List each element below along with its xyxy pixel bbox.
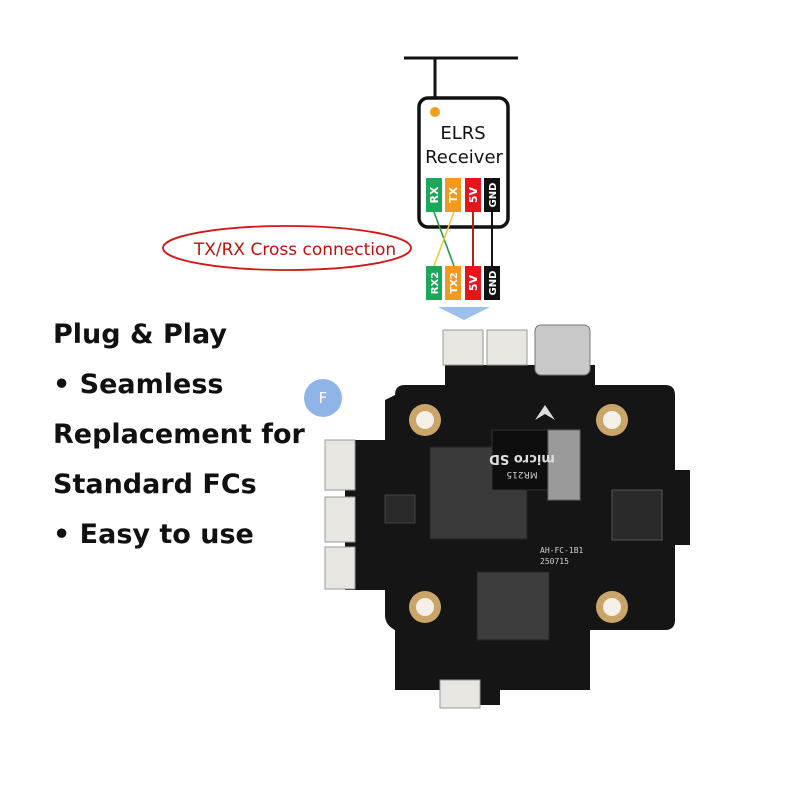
fc-pin-label: RX2 [430, 272, 441, 294]
side-connector [324, 439, 356, 491]
callout-text: TX/RX Cross connection [193, 240, 396, 260]
receiver-title: ELRS [440, 123, 485, 144]
silkscreen-date: 250715 [540, 557, 569, 566]
fc-pin-label: GND [488, 271, 499, 296]
feature-plug-play: Plug & Play [53, 319, 227, 350]
receiver-pin [465, 178, 481, 212]
receiver-pin-label: GND [488, 183, 499, 208]
flash-chip [476, 571, 550, 641]
sd-model: MR215 [506, 469, 537, 479]
bottom-connector [439, 679, 481, 709]
receiver-pin [484, 178, 500, 212]
receiver-pin-label: RX [428, 186, 441, 203]
sd-card [491, 429, 553, 491]
receiver-pin [426, 178, 442, 212]
side-connector [324, 496, 356, 543]
wire-tx-to-rx2 [433, 211, 455, 267]
mcu-chip [429, 446, 528, 540]
sd-label: micro SD [489, 451, 555, 466]
feature-seamless: • Seamless [53, 369, 224, 400]
fc-pins: RX2 TX2 5V GND [426, 266, 500, 300]
wires [433, 211, 493, 267]
fc-pin [445, 266, 461, 300]
receiver-pin-label: 5V [467, 186, 480, 203]
silkscreen-model: AH-FC-1B1 [540, 546, 584, 555]
arrow-silkscreen-icon [535, 405, 555, 420]
antenna-dot [430, 107, 440, 117]
callout-ellipse [162, 225, 412, 271]
top-connector [486, 329, 528, 366]
osd-chip [611, 489, 663, 541]
fc-pin [484, 266, 500, 300]
feature-replacement: Replacement for [53, 419, 305, 450]
fc-pin [426, 266, 442, 300]
usb-c-port [534, 324, 591, 376]
fc-pin [465, 266, 481, 300]
side-connector [324, 546, 356, 590]
receiver-pin [445, 178, 461, 212]
feature-easy: • Easy to use [53, 519, 254, 550]
down-arrow-icon [438, 307, 490, 320]
sd-slot [547, 429, 581, 501]
fc-pin-label: 5V [467, 274, 480, 291]
receiver-subtitle: Receiver [425, 147, 503, 168]
fc-pin-label: TX2 [449, 272, 460, 294]
top-connector [442, 329, 484, 366]
feature-list: Plug & Play • Seamless Replacement for S… [53, 310, 305, 560]
receiver-pins: RX TX 5V GND [426, 178, 500, 212]
feature-standard-fcs: Standard FCs [53, 469, 257, 500]
f-badge: F [304, 379, 342, 417]
flight-controller-board: micro SD MR215 AH-FC-1B1 250715 [324, 324, 690, 709]
receiver-pin-label: TX [447, 186, 460, 203]
